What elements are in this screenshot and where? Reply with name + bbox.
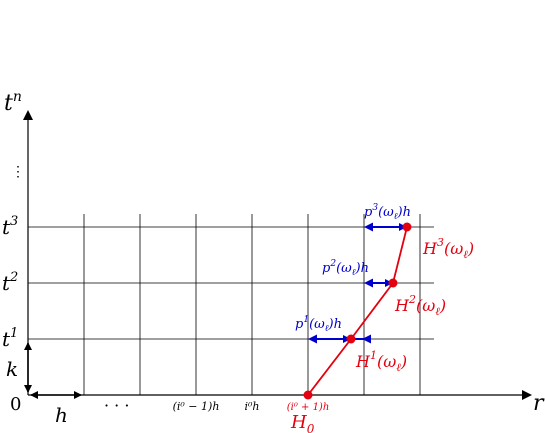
- point-h3: [402, 222, 412, 232]
- h3-label: H3(ωℓ): [422, 236, 474, 261]
- t-axis-label: tn: [4, 89, 22, 116]
- h1-label: H1(ωℓ): [355, 349, 407, 374]
- h0-label: H0: [290, 412, 315, 433]
- r-axis-label: r: [533, 391, 545, 416]
- origin-label: 0: [10, 394, 21, 415]
- k-label: k: [6, 357, 18, 381]
- p3-label: p3(ωℓ)h: [364, 203, 411, 222]
- tick-label-im1: (i⁰ − 1)h: [173, 400, 220, 413]
- h2-label: H2(ωℓ): [394, 293, 446, 318]
- t1-label: t1: [2, 326, 18, 351]
- h-label: h: [55, 403, 68, 427]
- t2-label: t2: [2, 270, 18, 295]
- tick-label-i0: i⁰h: [244, 400, 259, 413]
- ellipsis: · · ·: [104, 396, 129, 415]
- curve-points: [303, 222, 412, 400]
- vertical-grid-lines: [83, 214, 421, 395]
- tick-label-ip1: (i⁰ + 1)h: [287, 402, 330, 413]
- point-h1: [346, 334, 356, 344]
- point-h2: [388, 278, 398, 288]
- t3-label: t3: [2, 214, 18, 239]
- p2-label: p2(ωℓ)h: [322, 259, 369, 278]
- vdots: ⋮: [11, 164, 25, 180]
- p1-label: p1(ωℓ)h: [295, 315, 342, 334]
- h-curve: [307, 226, 408, 396]
- point-h0: [303, 390, 313, 400]
